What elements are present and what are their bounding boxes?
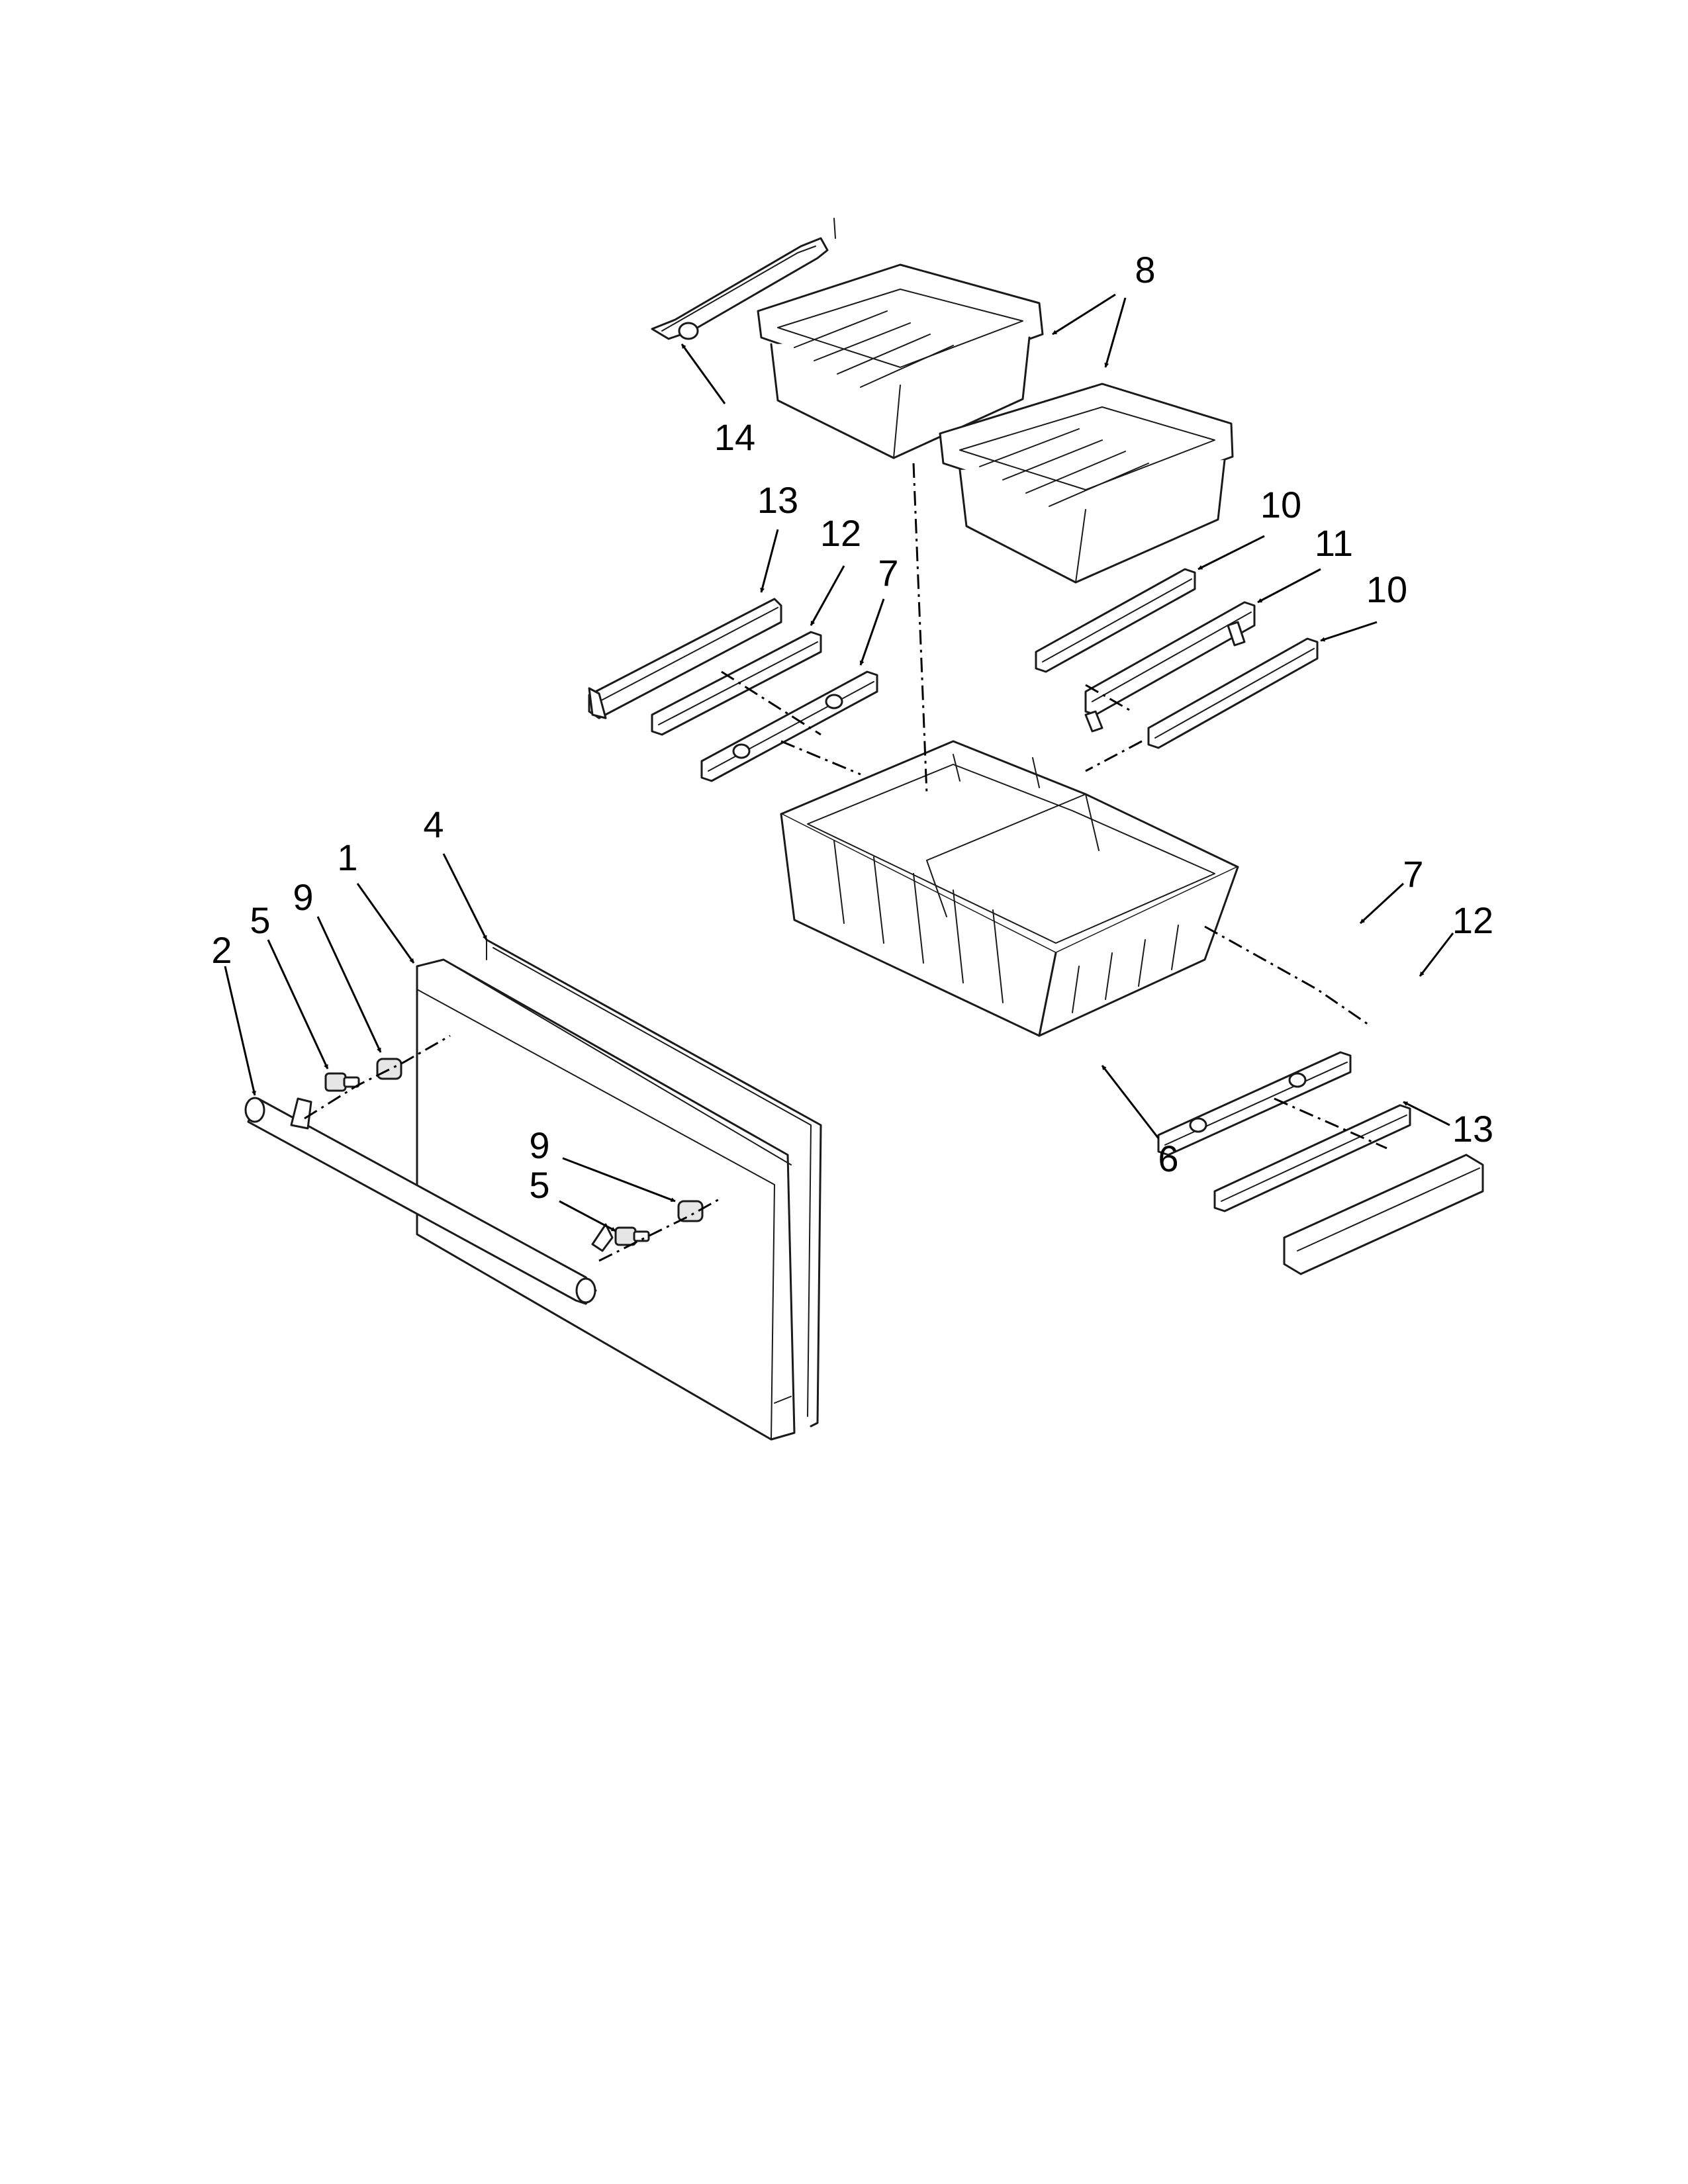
part-1-door xyxy=(416,958,796,1441)
callout-13-left: 13 xyxy=(757,479,798,521)
part-9-spacer-upper xyxy=(376,1058,402,1080)
callout-leaders xyxy=(224,293,1454,1232)
callout-1: 1 xyxy=(337,837,357,878)
callout-9-lower: 9 xyxy=(529,1124,549,1166)
part-12-rail-right xyxy=(1213,1104,1411,1212)
callout-14: 14 xyxy=(714,416,755,458)
callout-12-left: 12 xyxy=(820,512,861,554)
part-8-bin-lower xyxy=(939,383,1234,584)
callout-9-upper: 9 xyxy=(293,876,313,918)
part-5-screw-lower xyxy=(614,1226,650,1246)
callout-10-upper: 10 xyxy=(1260,484,1301,525)
part-13-rail-right xyxy=(1283,1154,1484,1275)
callout-5-upper: 5 xyxy=(250,899,270,941)
callout-10-lower: 10 xyxy=(1366,569,1407,610)
part-6-basket xyxy=(780,740,1239,1037)
callout-7-left: 7 xyxy=(878,552,898,594)
callout-13-right: 13 xyxy=(1452,1108,1493,1150)
part-14-divider xyxy=(651,237,829,340)
callout-8: 8 xyxy=(1135,249,1155,291)
callout-7-right: 7 xyxy=(1403,853,1423,895)
part-2-handle xyxy=(244,1097,614,1305)
part-10-rail-lower xyxy=(1147,637,1319,749)
part-8-bin-upper xyxy=(757,218,1044,459)
part-7-rail-right xyxy=(1157,1051,1352,1156)
callout-11: 11 xyxy=(1315,522,1353,564)
part-10-rail-upper xyxy=(1035,568,1196,673)
callout-labels: 8 14 13 12 7 10 11 10 7 12 13 6 4 1 9 5 … xyxy=(211,249,1493,1206)
callout-6: 6 xyxy=(1158,1138,1178,1179)
callout-2: 2 xyxy=(211,929,232,971)
part-13-rail-left xyxy=(588,598,782,719)
part-11-rail xyxy=(1084,601,1256,733)
callout-12-right: 12 xyxy=(1452,899,1493,941)
part-5-screw-upper xyxy=(324,1072,360,1092)
callout-5-lower: 5 xyxy=(529,1164,549,1206)
part-7-rail-left xyxy=(700,670,878,782)
part-9-spacer-lower xyxy=(677,1200,704,1222)
callout-4: 4 xyxy=(423,803,444,845)
assembly-lines xyxy=(304,463,1387,1262)
